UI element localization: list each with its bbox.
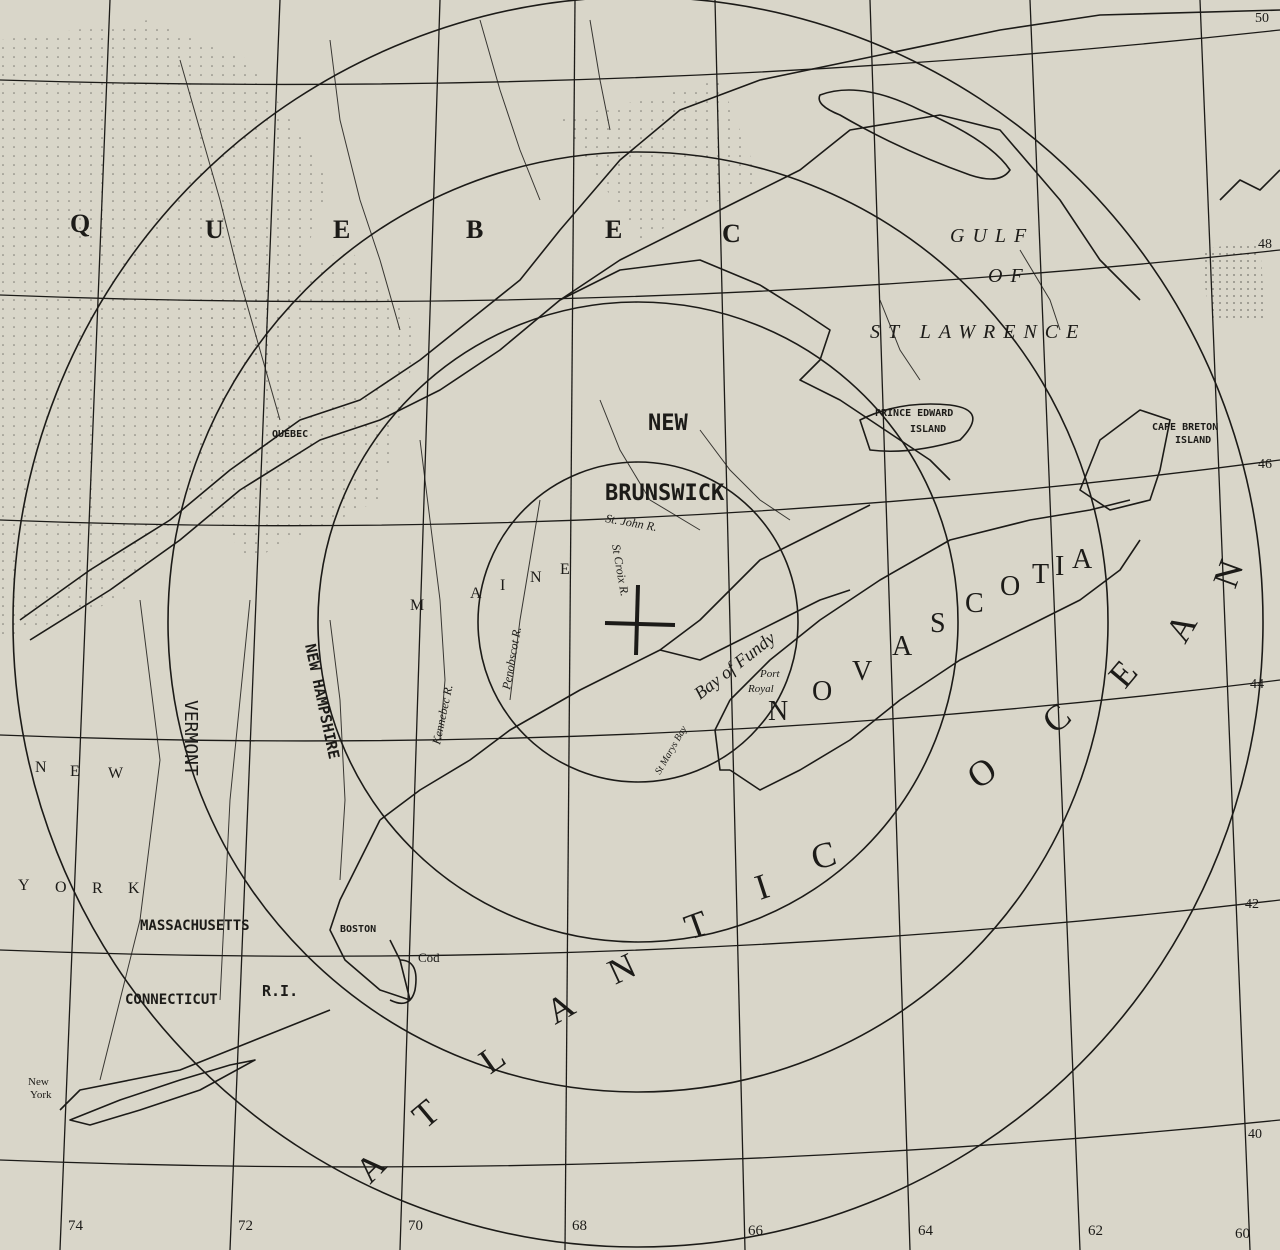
new-york-city-label-2: York (30, 1089, 52, 1101)
nova-scotia-letter-5: S (930, 608, 946, 639)
nova-scotia-letter-10: A (1072, 544, 1093, 575)
circle-2 (317, 301, 959, 943)
gaspe-coast (559, 259, 951, 481)
new-york-city-label-1: New (28, 1076, 49, 1088)
circle-4 (12, 0, 1264, 1248)
quebec-city-label: QUEBEC (272, 429, 308, 440)
lon-label-66: 66 (748, 1223, 764, 1239)
st-lawrence-south-shore (29, 114, 1141, 641)
new-york-letter-6: R (92, 880, 103, 897)
place-labels: QUEBEC BOSTON Cod New York Port Royal PR… (28, 408, 1218, 1101)
quebec-letter-4: B (466, 215, 483, 244)
lat-label-46: 46 (1258, 457, 1272, 472)
anticosti-island (818, 89, 1011, 180)
lon-label-74: 74 (68, 1218, 84, 1234)
cape-breton-label-2: ISLAND (1175, 435, 1211, 446)
circle-1 (477, 461, 799, 783)
lat-label-44: 44 (1250, 677, 1264, 692)
nova-scotia-labels: N O V A S C O T I A (768, 544, 1093, 727)
new-york-letter-2: E (70, 763, 80, 780)
nova-scotia-letter-8: T (1032, 559, 1049, 590)
long-island-sound-coast (59, 1009, 331, 1111)
gulf-label-2: OF (988, 265, 1031, 287)
lon-label-68: 68 (572, 1218, 587, 1234)
coastlines (19, 9, 1280, 1126)
bay-of-fundy-shore (659, 589, 851, 661)
maine-labels: M A I N E (410, 561, 570, 614)
latitude-lines (0, 29, 1280, 1168)
nova-scotia-letter-9: I (1055, 551, 1064, 582)
nova-scotia-letter-1: N (768, 696, 788, 727)
longitude-lines (59, 0, 1251, 1250)
lon-label-60: 60 (1235, 1226, 1250, 1242)
lon-label-72: 72 (238, 1218, 253, 1234)
nova-scotia-letter-3: V (852, 656, 872, 687)
gulf-label-3: ST LAWRENCE (870, 321, 1086, 343)
center-cross-marker (604, 584, 676, 656)
rivers (99, 19, 1061, 1081)
quebec-letter-6: C (722, 219, 741, 248)
port-royal-label-2: Royal (747, 683, 774, 695)
prince-edward-island (859, 403, 974, 453)
longitude-labels: 74 72 70 68 66 64 62 60 (68, 1218, 1250, 1242)
port-royal-label-1: Port (759, 668, 781, 680)
maine-letter-5: E (560, 561, 570, 578)
nova-scotia-north (729, 499, 1131, 701)
prince-edward-label-1: PRINCE EDWARD (875, 408, 953, 419)
quebec-letter-5: E (605, 215, 622, 244)
nova-scotia-letter-2: O (812, 676, 832, 707)
nova-scotia-letter-6: C (965, 588, 984, 619)
new-england-coast (329, 819, 411, 1001)
lat-label-50: 50 (1255, 11, 1269, 26)
circle-3 (167, 151, 1109, 1093)
new-york-letter-3: W (108, 765, 124, 782)
massachusetts-label: MASSACHUSETTS (140, 918, 250, 934)
quebec-letter-3: E (333, 215, 350, 244)
maine-coast (379, 504, 871, 821)
maine-letter-4: N (530, 569, 542, 586)
stipple-areas (0, 20, 1265, 640)
quebec-letter-1: Q (70, 209, 90, 238)
cape-breton-island (1079, 409, 1171, 511)
region-labels: Q U E B E C (70, 209, 741, 248)
st-lawrence-north-shore (19, 9, 1280, 621)
maine-letter-1: M (410, 597, 424, 614)
new-brunswick-label-1: NEW (648, 411, 688, 436)
cod-label: Cod (418, 950, 440, 965)
nova-scotia-letter-4: A (892, 631, 913, 662)
nova-scotia-tip (714, 699, 731, 771)
prince-edward-label-2: ISLAND (910, 424, 946, 435)
gulf-labels: GULF OF ST LAWRENCE (870, 225, 1086, 343)
gulf-label-1: GULF (950, 225, 1034, 247)
new-york-labels: N E W Y O R K (18, 759, 140, 897)
nova-scotia-letter-7: O (1000, 571, 1020, 602)
vermont-label: VERMONT (180, 700, 201, 776)
new-york-letter-5: O (55, 879, 67, 896)
latitude-labels: 50 48 46 44 42 40 (1245, 11, 1272, 1142)
cape-breton-label-1: CAPE BRETON (1152, 422, 1218, 433)
new-brunswick-label-2: BRUNSWICK (605, 481, 725, 506)
lat-label-42: 42 (1245, 897, 1259, 912)
lon-label-62: 62 (1088, 1223, 1103, 1239)
new-york-letter-4: Y (18, 877, 30, 894)
long-island (69, 1059, 256, 1126)
maine-letter-2: A (470, 585, 482, 602)
rhode-island-label: R.I. (262, 982, 298, 1000)
boston-label: BOSTON (340, 924, 376, 935)
maine-letter-3: I (500, 577, 505, 594)
lon-label-70: 70 (408, 1218, 423, 1234)
connecticut-label: CONNECTICUT (125, 992, 218, 1008)
new-york-letter-1: N (35, 759, 47, 776)
newfoundland-edge (1219, 169, 1280, 201)
nova-scotia-south (729, 539, 1141, 791)
lat-label-48: 48 (1258, 237, 1272, 252)
lat-label-40: 40 (1248, 1127, 1262, 1142)
new-york-letter-7: K (128, 880, 140, 897)
quebec-letter-2: U (205, 215, 224, 244)
lon-label-64: 64 (918, 1223, 934, 1239)
distance-circles (12, 0, 1264, 1248)
